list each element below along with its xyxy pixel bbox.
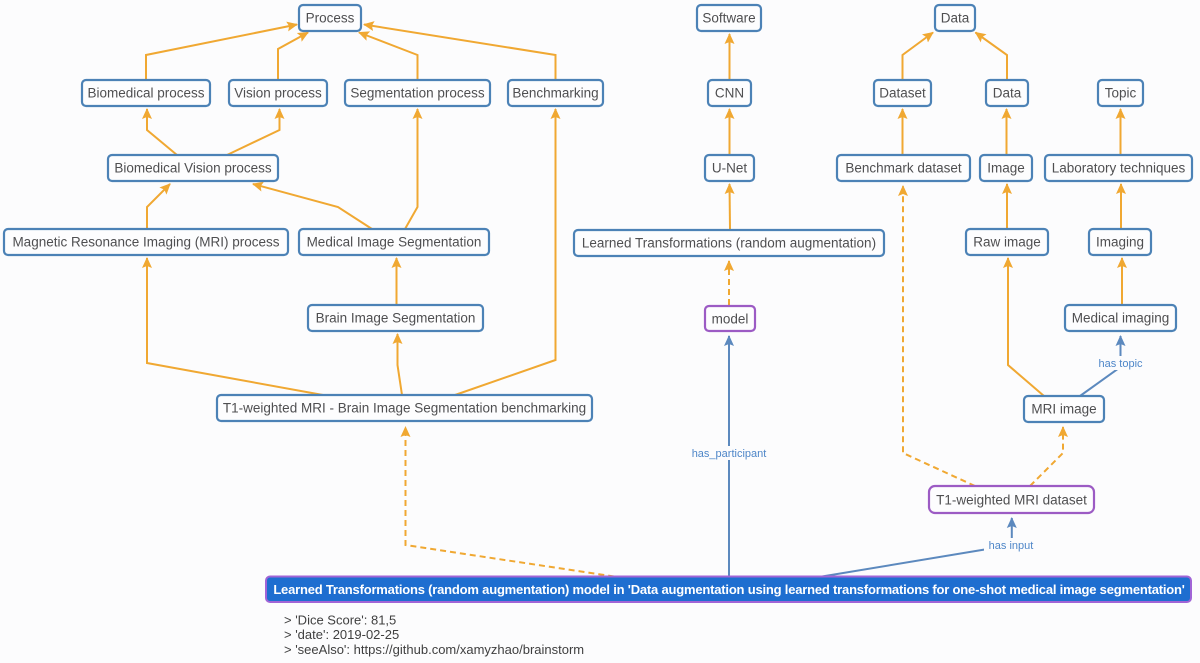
svg-text:T1-weighted MRI dataset: T1-weighted MRI dataset xyxy=(936,493,1087,508)
svg-text:Learned Transformations (rando: Learned Transformations (random augmenta… xyxy=(582,236,876,251)
svg-text:> 'date': 2019-02-25: > 'date': 2019-02-25 xyxy=(284,627,399,642)
svg-text:Medical imaging: Medical imaging xyxy=(1072,311,1170,326)
svg-text:Dataset: Dataset xyxy=(879,86,926,101)
svg-text:T1-weighted MRI - Brain Image: T1-weighted MRI - Brain Image Segmentati… xyxy=(223,401,586,416)
svg-text:Benchmarking: Benchmarking xyxy=(512,86,598,101)
svg-text:Benchmark dataset: Benchmark dataset xyxy=(845,161,962,176)
svg-text:Biomedical process: Biomedical process xyxy=(87,86,204,101)
svg-text:Raw image: Raw image xyxy=(973,235,1041,250)
svg-text:U-Net: U-Net xyxy=(712,161,748,176)
svg-text:Brain Image Segmentation: Brain Image Segmentation xyxy=(316,311,476,326)
svg-text:> 'Dice Score': 81,5: > 'Dice Score': 81,5 xyxy=(284,613,396,628)
svg-text:model: model xyxy=(712,312,749,327)
svg-text:Software: Software xyxy=(702,11,755,26)
svg-text:Segmentation process: Segmentation process xyxy=(350,86,485,101)
svg-text:Magnetic Resonance Imaging (MR: Magnetic Resonance Imaging (MRI) process xyxy=(12,235,279,250)
svg-text:> 'seeAlso': https://github.co: > 'seeAlso': https://github.com/xamyzhao… xyxy=(284,642,584,657)
svg-text:Biomedical Vision process: Biomedical Vision process xyxy=(114,161,272,176)
svg-text:CNN: CNN xyxy=(715,86,744,101)
svg-text:Image: Image xyxy=(987,161,1025,176)
svg-text:Vision process: Vision process xyxy=(234,86,322,101)
svg-text:has topic: has topic xyxy=(1098,358,1143,370)
svg-text:has_participant: has_participant xyxy=(692,448,767,460)
svg-text:Topic: Topic xyxy=(1105,86,1137,101)
svg-text:MRI image: MRI image xyxy=(1031,402,1096,417)
svg-text:Medical Image Segmentation: Medical Image Segmentation xyxy=(307,235,482,250)
svg-text:Laboratory techniques: Laboratory techniques xyxy=(1052,161,1186,176)
svg-text:Imaging: Imaging xyxy=(1096,235,1144,250)
svg-text:Data: Data xyxy=(993,86,1022,101)
svg-text:Data: Data xyxy=(941,11,970,26)
svg-text:Learned Transformations (rando: Learned Transformations (random augmenta… xyxy=(273,582,1184,597)
svg-text:has input: has input xyxy=(989,540,1034,552)
svg-text:Process: Process xyxy=(306,11,355,26)
